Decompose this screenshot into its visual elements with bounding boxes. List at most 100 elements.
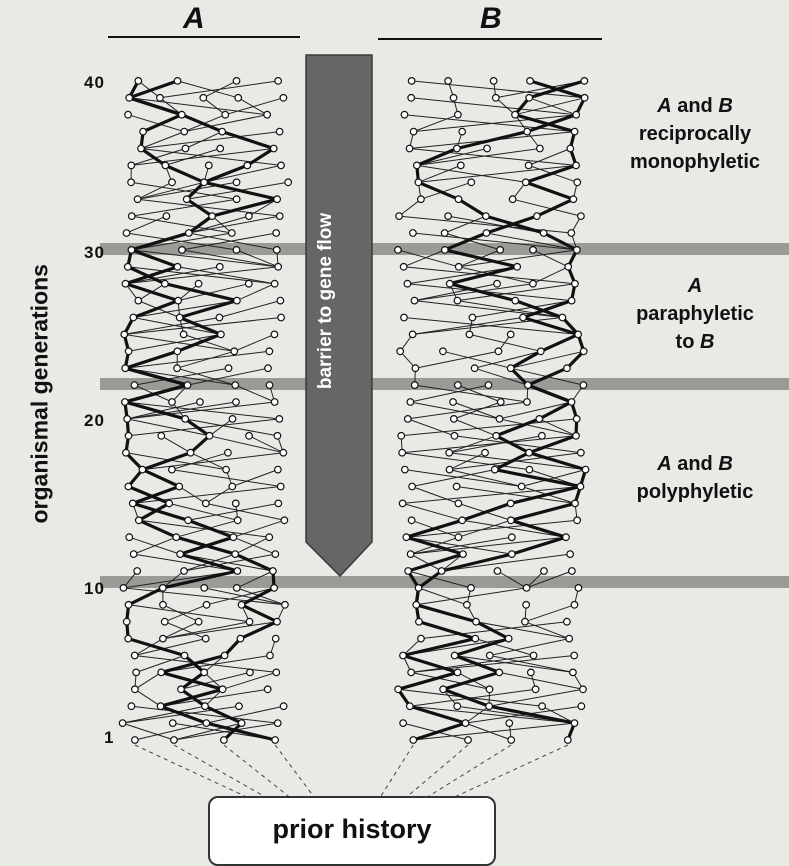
pop-b-node [409, 331, 416, 338]
phase-para-b: B [700, 331, 714, 353]
pop-b-node [451, 652, 458, 659]
pop-b-node [581, 78, 588, 85]
pop-a-node [160, 585, 167, 592]
pop-a-node [281, 517, 288, 524]
pop-b-node [497, 399, 504, 406]
pop-a-link [135, 689, 161, 706]
pop-a-node [266, 348, 273, 355]
phase-mono-b: B [718, 95, 732, 117]
pop-a-node [130, 551, 137, 558]
pop-a-node [209, 213, 216, 220]
pop-a-node [180, 331, 187, 338]
pop-b-node [494, 280, 501, 287]
pop-a-node [206, 162, 213, 169]
pop-b-link [458, 520, 510, 537]
pop-a-node [267, 652, 274, 659]
pop-b-node [539, 433, 546, 440]
pop-b-node [564, 365, 571, 372]
pop-a-node [221, 737, 228, 744]
prior-history-label: prior history [208, 814, 496, 845]
pop-b-node [414, 162, 421, 169]
pop-a-node [200, 95, 207, 102]
pop-a-node [162, 162, 169, 169]
pop-b-node [408, 78, 415, 85]
pop-a-node [166, 500, 173, 507]
pop-a-node [122, 399, 129, 406]
pop-a-node [181, 652, 188, 659]
pop-b-node [413, 602, 420, 609]
pop-a-node [158, 433, 165, 440]
pop-b-node [411, 297, 418, 304]
pop-a-node [271, 399, 278, 406]
pop-b-node [457, 162, 464, 169]
pop-a-node [201, 669, 208, 676]
pop-b-node [450, 95, 457, 102]
pop-a-node [246, 433, 253, 440]
pop-a-node [276, 213, 283, 220]
pop-b-node [401, 314, 408, 321]
pop-a-node [161, 618, 168, 625]
pop-b-node [400, 720, 407, 727]
tick-20: 20 [84, 411, 105, 431]
pop-b-node [486, 703, 493, 710]
pop-a-node [277, 297, 284, 304]
pop-a-node [234, 517, 241, 524]
pop-a-node [174, 264, 181, 271]
pop-a-node [222, 111, 229, 118]
pop-a-link [237, 284, 275, 301]
pop-a-node [185, 517, 192, 524]
pop-a-node [163, 213, 170, 220]
pop-a-node [229, 483, 236, 490]
pop-a-node [122, 280, 129, 287]
pop-a-node [203, 720, 210, 727]
pop-b-node [455, 264, 462, 271]
ancestry-dash [224, 745, 293, 800]
pop-a-node [135, 297, 142, 304]
pop-b-node [486, 686, 493, 693]
pop-b-node [472, 635, 479, 642]
pop-b-node [418, 635, 425, 642]
pop-a-node [132, 737, 139, 744]
pop-a-link [185, 132, 222, 149]
phase-monophyletic-label: A and B reciprocally monophyletic [600, 92, 789, 176]
pop-b-node [459, 128, 466, 135]
pop-b-node [399, 449, 406, 456]
pop-b-link [412, 487, 458, 504]
pop-b-node [441, 230, 448, 237]
pop-b-node [411, 382, 418, 389]
pop-a-node [158, 669, 165, 676]
pop-a-node [140, 128, 147, 135]
pop-b-node [451, 433, 458, 440]
pop-b-node [415, 585, 422, 592]
pop-b-node [400, 264, 407, 271]
pop-b-node [571, 720, 578, 727]
pop-b-node [415, 179, 422, 186]
pop-b-node [454, 703, 461, 710]
pop-b-node [569, 568, 576, 575]
pop-b-node [398, 433, 405, 440]
population-a-label: A [183, 2, 205, 36]
pop-b-node [574, 247, 581, 254]
pop-b-node [454, 297, 461, 304]
pop-a-node [219, 686, 226, 693]
pop-b-node [563, 534, 570, 541]
pop-a-node [274, 720, 281, 727]
pop-b-node [446, 449, 453, 456]
pop-a-node [135, 78, 142, 85]
pop-b-node [580, 382, 587, 389]
pop-a-node [231, 348, 238, 355]
pop-a-node [216, 314, 223, 321]
pop-a-node [176, 314, 183, 321]
pop-b-node [404, 280, 411, 287]
pop-b-node [408, 95, 415, 102]
phase-para-line2: paraphyletic [636, 303, 754, 325]
pop-a-node [136, 517, 143, 524]
pop-a-node [272, 551, 279, 558]
pop-a-node [274, 196, 281, 203]
pop-a-node [201, 179, 208, 186]
pop-b-node [509, 534, 516, 541]
pop-b-node [485, 382, 492, 389]
y-axis-title: organismal generations [27, 324, 54, 524]
pop-b-node [454, 145, 461, 152]
